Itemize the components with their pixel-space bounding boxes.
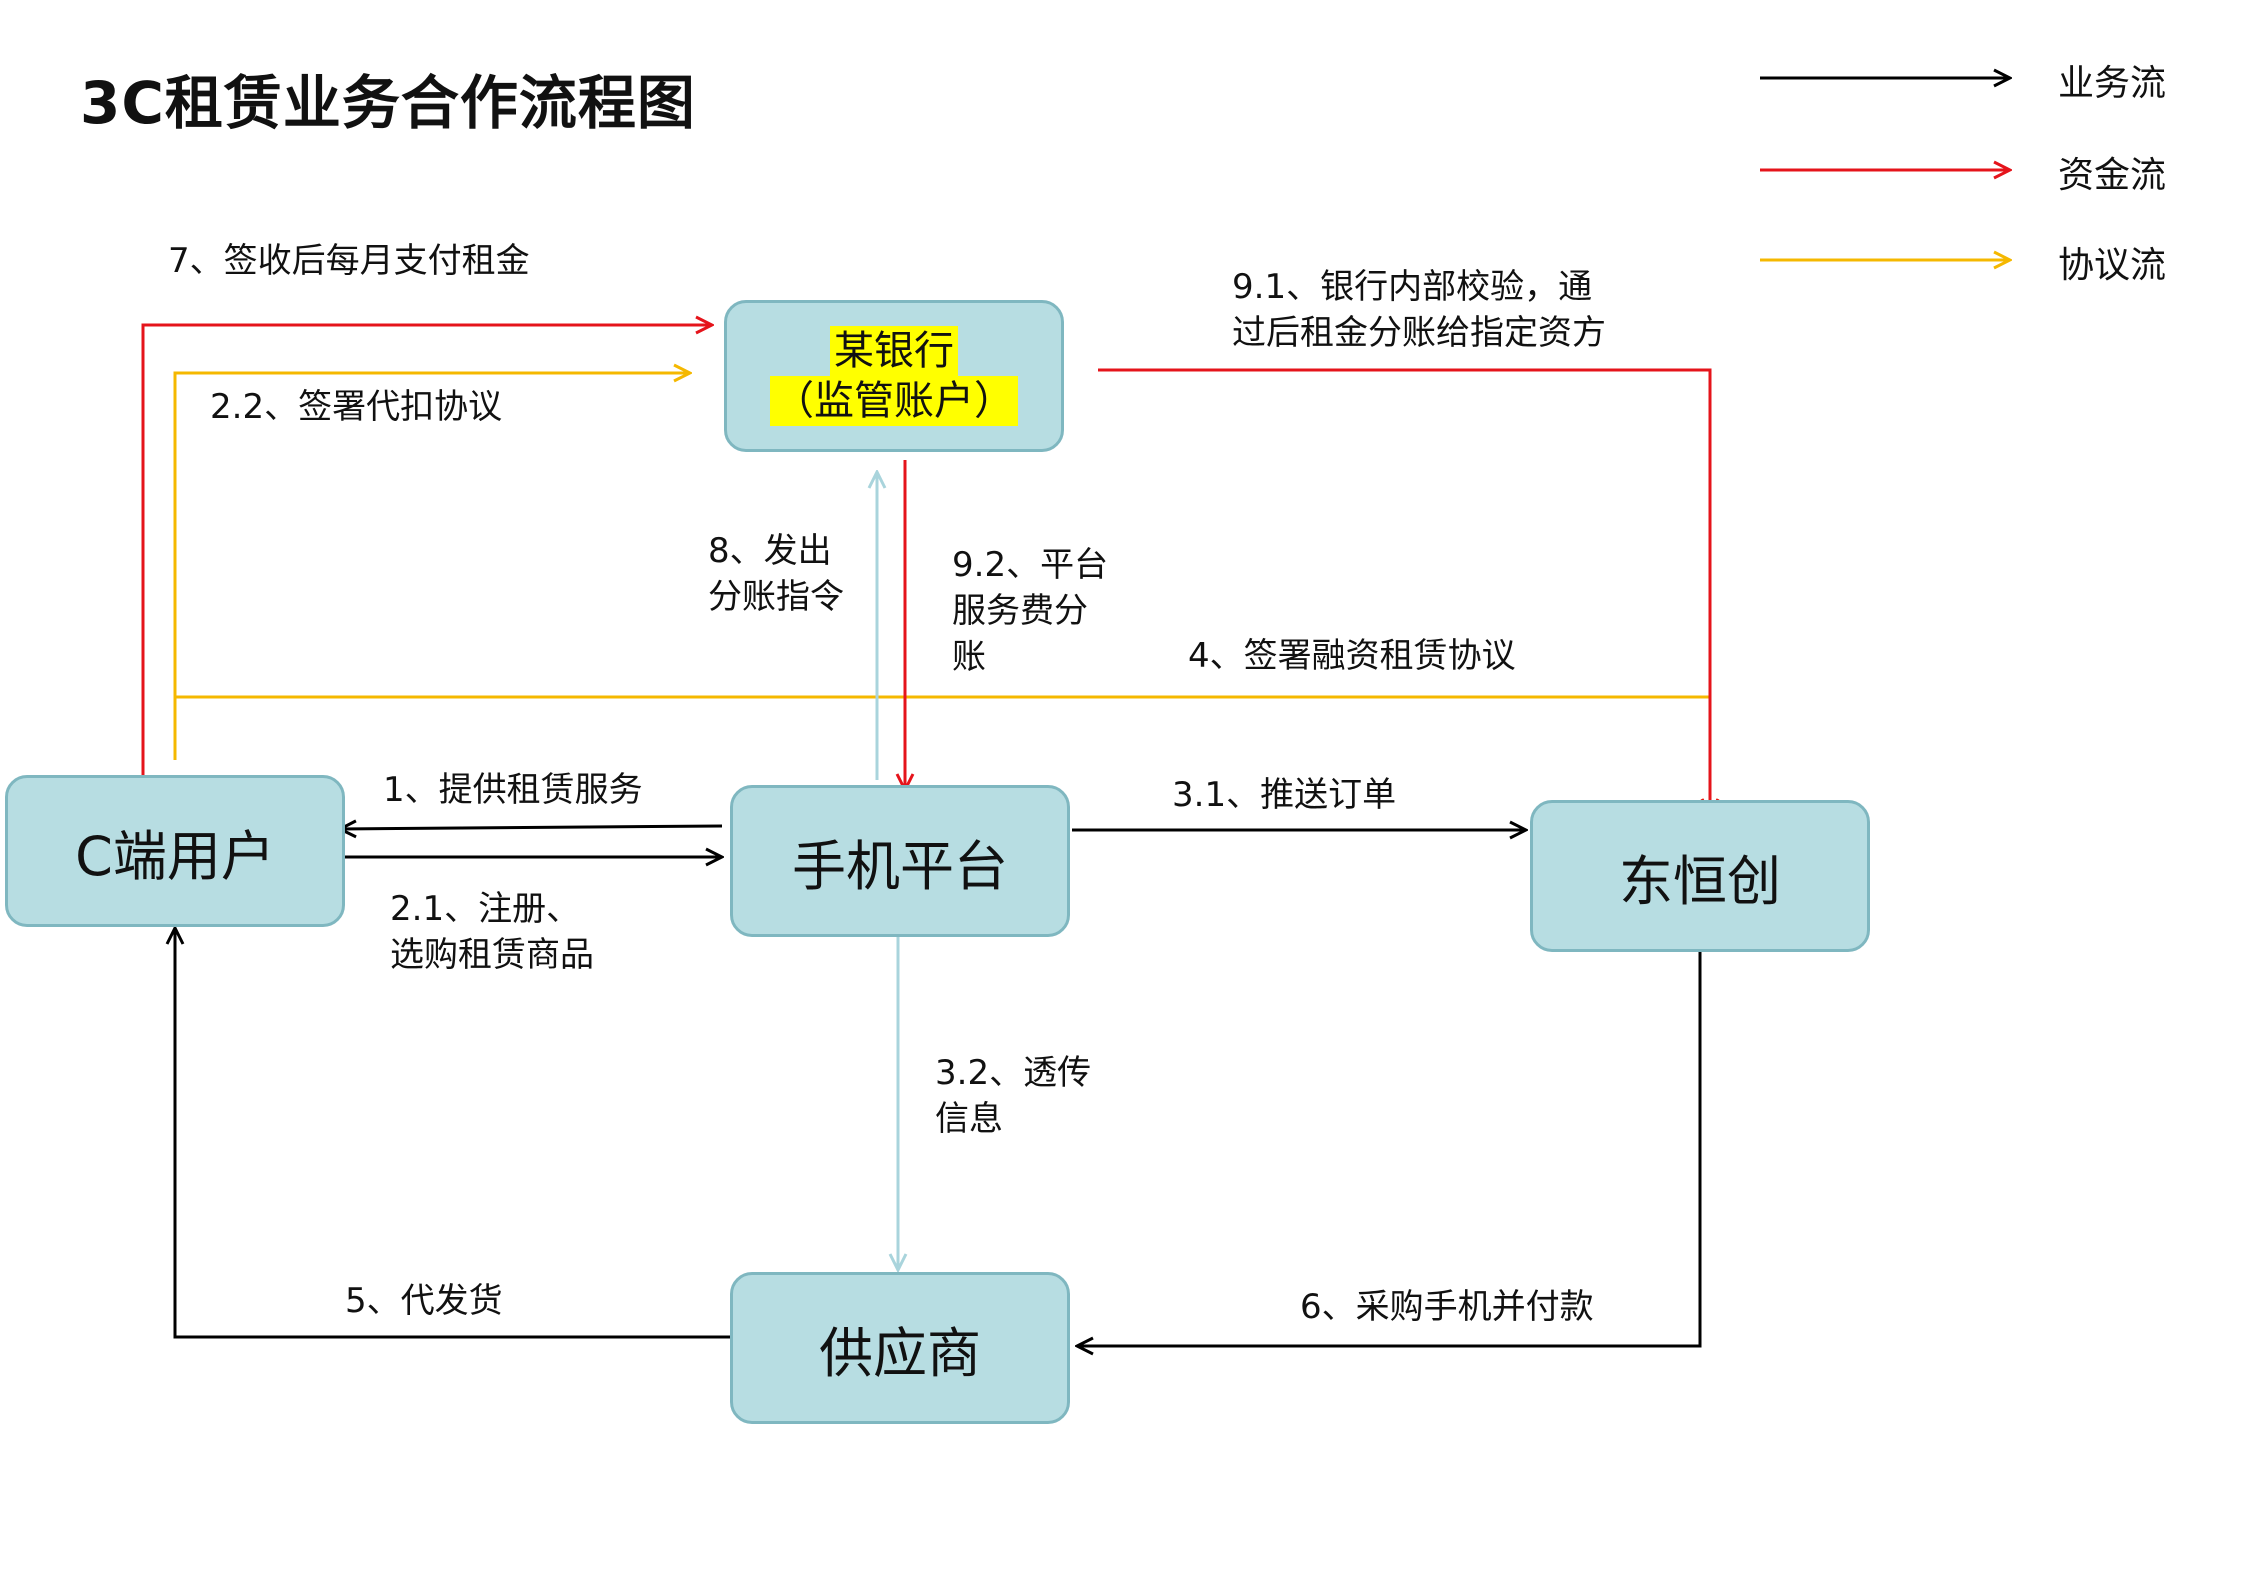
legend-agreement-label: 协议流 <box>2058 245 2167 286</box>
edge-5-ship <box>175 928 730 1339</box>
node-supplier-label: 供应商 <box>819 1321 981 1385</box>
edge-9-1-rent-split <box>1098 368 1710 815</box>
label-step-4: 4、签署融资租赁协议 <box>1188 636 1516 676</box>
label-step-3-2: 3.2、透传 信息 <box>935 1053 1092 1139</box>
legend-fund-label: 资金流 <box>2058 155 2167 196</box>
node-supplier: 供应商 <box>730 1272 1070 1424</box>
page-title: 3C租赁业务合作流程图 <box>80 69 696 137</box>
edge-2-2-withholding-agreement <box>173 373 690 760</box>
node-dhc: 东恒创 <box>1530 800 1870 952</box>
node-bank: 某银行 （监管账户） <box>724 300 1064 452</box>
edge-7-rent-payment <box>141 325 712 775</box>
node-platform-label: 手机平台 <box>792 834 1008 898</box>
label-step-3-1: 3.1、推送订单 <box>1172 775 1397 815</box>
legend-business-label: 业务流 <box>2058 63 2167 104</box>
node-user-label: C端用户 <box>75 824 275 888</box>
label-step-9-2: 9.2、平台 服务费分 账 <box>952 545 1109 677</box>
label-step-5: 5、代发货 <box>345 1281 503 1321</box>
label-step-1: 1、提供租赁服务 <box>383 770 643 810</box>
label-step-2-1: 2.1、注册、 选购租赁商品 <box>390 889 594 975</box>
node-platform: 手机平台 <box>730 785 1070 937</box>
node-bank-name: 某银行 <box>830 326 958 376</box>
label-step-7: 7、签收后每月支付租金 <box>168 241 530 281</box>
edge-1-lease-service <box>340 826 723 829</box>
node-bank-account: （监管账户） <box>770 376 1018 426</box>
label-step-9-1: 9.1、银行内部校验，通 过后租金分账给指定资方 <box>1232 267 1606 353</box>
edge-6-purchase <box>1077 952 1702 1346</box>
label-step-2-2: 2.2、签署代扣协议 <box>210 387 503 427</box>
label-step-6: 6、采购手机并付款 <box>1300 1287 1594 1327</box>
label-step-8: 8、发出 分账指令 <box>708 531 844 617</box>
node-user: C端用户 <box>5 775 345 927</box>
node-dhc-label: 东恒创 <box>1619 849 1781 913</box>
